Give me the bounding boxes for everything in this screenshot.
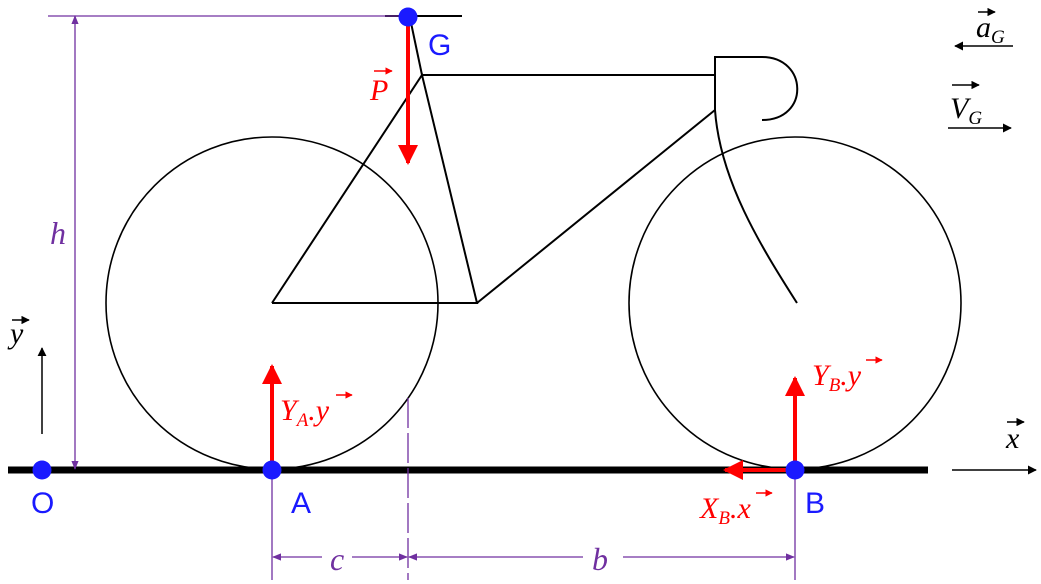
bicycle-frame (271, 15, 799, 304)
label-b: b (592, 541, 608, 577)
label-VG: VG (950, 92, 982, 129)
label-y-axis: y (7, 317, 24, 350)
label-h: h (50, 215, 66, 251)
label-B: B (805, 487, 825, 520)
label-c: c (330, 541, 344, 577)
label-aG: aG (976, 11, 1005, 48)
label-G: G (428, 29, 451, 62)
label-P: P (369, 74, 388, 107)
dimension-h (48, 15, 400, 470)
front-fork (714, 109, 798, 304)
point-A (262, 460, 282, 480)
down-tube (476, 109, 716, 304)
point-O (32, 460, 52, 480)
point-B (785, 460, 805, 480)
label-YA: YA.y (280, 394, 330, 431)
seat-post (409, 17, 423, 76)
handlebar (714, 56, 799, 121)
label-A: A (291, 487, 311, 520)
rear-triangle (271, 72, 479, 304)
label-XB: XB.x (699, 492, 751, 529)
point-G (398, 7, 418, 27)
dimension-c-b (271, 398, 796, 580)
label-x-axis: x (1005, 422, 1020, 455)
label-O: O (31, 487, 54, 520)
label-YB: YB.y (812, 359, 862, 396)
